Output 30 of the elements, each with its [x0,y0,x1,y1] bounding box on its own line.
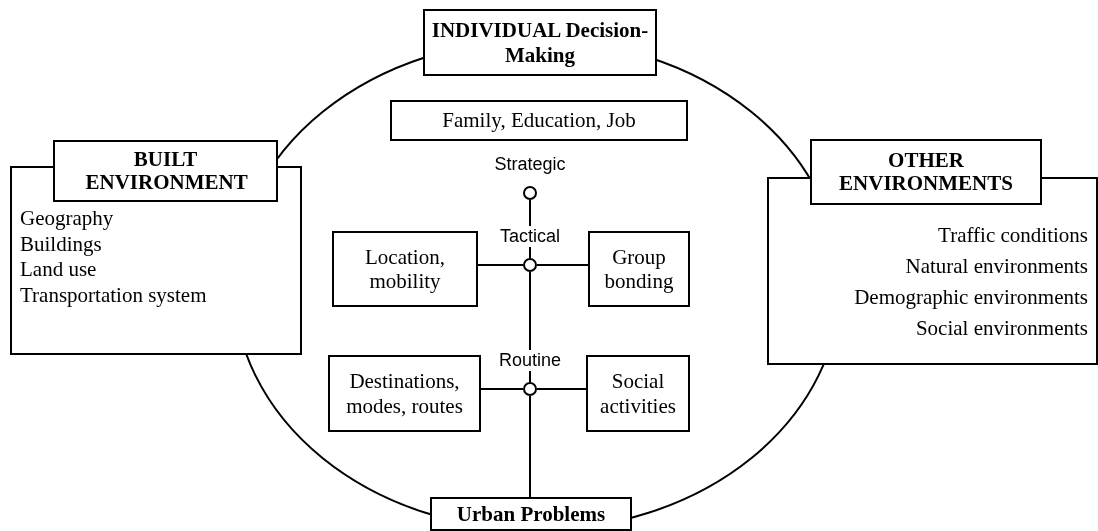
connector-line [480,388,524,390]
heading-box: INDIVIDUAL Decision-Making [423,9,657,76]
factor-box: Destinations, modes, routes [328,355,481,432]
factor-box: Social activities [586,355,690,432]
level-label: Routine [497,350,563,371]
connector-line [536,264,589,266]
factor-text: Demographic environments [854,285,1088,311]
factor-text: Land use [20,257,97,283]
factor-box: Location, mobility [332,231,478,307]
connector-line [529,395,531,498]
level-node-circle [523,186,537,200]
factor-text: Traffic conditions [938,223,1088,249]
panel-heading: OTHER ENVIRONMENTS [810,139,1042,205]
level-node-circle [523,258,537,272]
heading-box: Urban Problems [430,497,632,531]
factor-text: Natural environments [905,254,1088,280]
panel-heading: BUILT ENVIRONMENT [53,140,278,202]
level-node-circle [523,382,537,396]
connector-line [477,264,524,266]
level-label: Tactical [498,226,562,247]
level-label: Strategic [492,154,568,175]
factor-text: Social environments [915,316,1088,342]
factor-box: Group bonding [588,231,690,307]
environment-panel [10,140,302,355]
connector-line [536,388,587,390]
factor-text: Transportation system [20,282,207,308]
factor-text: Geography [20,206,114,232]
environment-panel [767,139,1098,365]
factor-text: Buildings [20,231,102,257]
factor-box: Family, Education, Job [390,100,688,141]
